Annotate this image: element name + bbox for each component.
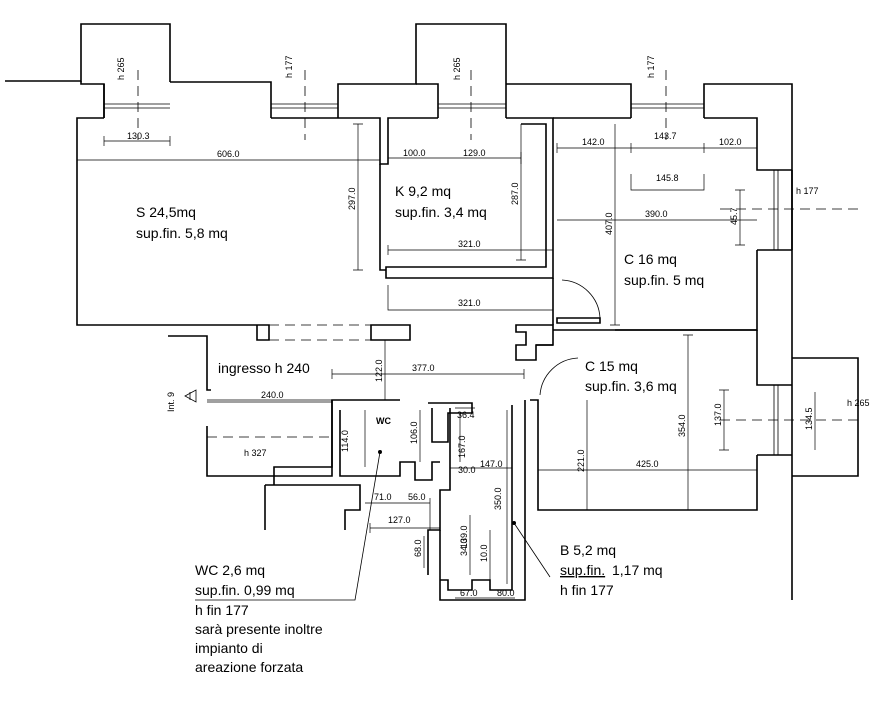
dim-label: 390.0 (645, 209, 668, 219)
entrance-marker (184, 389, 197, 403)
dim-label: 106.0 (409, 421, 419, 444)
wc-small-label: WC (376, 416, 391, 426)
right-windows (720, 170, 860, 477)
dim-label: 68.0 (413, 539, 423, 557)
dim-label: 30.0 (458, 465, 476, 475)
height-top4: h 177 (646, 55, 656, 78)
wc-note-line1: WC 2,6 mq (195, 562, 265, 578)
dim-label: 350.0 (493, 487, 503, 510)
entry-label: ingresso h 240 (218, 360, 310, 376)
dim-label: 606.0 (217, 149, 240, 159)
dim-label: 221.0 (576, 449, 586, 472)
wc-note-line2: sup.fin. 0,99 mq (195, 582, 295, 598)
wc-note-line5: impianto di (195, 640, 263, 656)
living-room-name: S 24,5mq (136, 204, 196, 220)
entrance-label: Int. 9 (166, 392, 176, 412)
dim-label: 240.0 (261, 390, 284, 400)
height-top1: h 265 (116, 57, 126, 80)
living-room-window: sup.fin. 5,8 mq (136, 225, 228, 241)
dim-label: 127.0 (388, 515, 411, 525)
dim-label: 134.5 (804, 407, 814, 430)
wc-note-line3: h fin 177 (195, 602, 249, 618)
dim-label: 10.0 (479, 544, 489, 562)
dim-label: 377.0 (412, 363, 435, 373)
dimension-lines (76, 123, 816, 599)
bath-window-prefix: sup.fin. (560, 562, 605, 578)
dimension-labels: 130.3 606.0 100.0 129.0 142.0 143.7 102.… (127, 131, 814, 598)
bedroom2-name: C 15 mq (585, 358, 638, 374)
dim-label: 287.0 (510, 182, 520, 205)
top-window-bays (5, 23, 793, 600)
height-corridor: h 327 (244, 448, 267, 458)
dim-label: 129.0 (463, 148, 486, 158)
dim-label: 67.0 (460, 588, 478, 598)
dim-label: 114.0 (340, 430, 350, 452)
bath-name: B 5,2 mq (560, 542, 616, 558)
dim-label: 102.0 (719, 137, 742, 147)
dim-label: 34.0 (459, 538, 469, 556)
height-top2: h 177 (284, 55, 294, 78)
dim-label: 71.0 (374, 492, 392, 502)
bedroom2-window: sup.fin. 3,6 mq (585, 378, 677, 394)
bath-height: h fin 177 (560, 582, 614, 598)
dashed-openings (207, 279, 601, 438)
dim-label: 139.0 (459, 525, 469, 548)
dim-label: 425.0 (636, 459, 659, 469)
bedroom1-name: C 16 mq (624, 251, 677, 267)
dim-label: 137.0 (713, 403, 723, 426)
dim-label: 36.4 (457, 410, 475, 420)
height-top3: h 265 (452, 57, 462, 80)
dim-label: 354.0 (677, 414, 687, 437)
dim-label: 122.0 (374, 359, 384, 382)
height-right2: h 265 (847, 398, 870, 408)
height-right1: h 177 (796, 186, 819, 196)
dim-label: 297.0 (347, 187, 357, 210)
dim-label: 56.0 (408, 492, 426, 502)
dim-label: 130.3 (127, 131, 150, 141)
dim-label: 407.0 (604, 212, 614, 235)
bath-window-value: 1,17 mq (612, 562, 663, 578)
dim-label: 321.0 (458, 298, 481, 308)
walls (76, 117, 792, 601)
leader-lines (195, 450, 551, 601)
wc-note-line6: areazione forzata (195, 659, 303, 675)
dim-label: 167.0 (457, 435, 467, 458)
kitchen-name: K 9,2 mq (395, 183, 451, 199)
dim-label: 45.7 (729, 207, 739, 225)
dim-label: 142.0 (582, 137, 605, 147)
dim-label: 143.7 (654, 131, 677, 141)
dim-label: 145.8 (656, 173, 679, 183)
dim-label: 321.0 (458, 239, 481, 249)
kitchen-window: sup.fin. 3,4 mq (395, 204, 487, 220)
bedroom1-window: sup.fin. 5 mq (624, 272, 704, 288)
dim-label: 80.0 (497, 588, 515, 598)
dim-label: 147.0 (480, 459, 503, 469)
wc-note-line4: sarà presente inoltre (195, 621, 323, 637)
dim-label: 100.0 (403, 148, 426, 158)
